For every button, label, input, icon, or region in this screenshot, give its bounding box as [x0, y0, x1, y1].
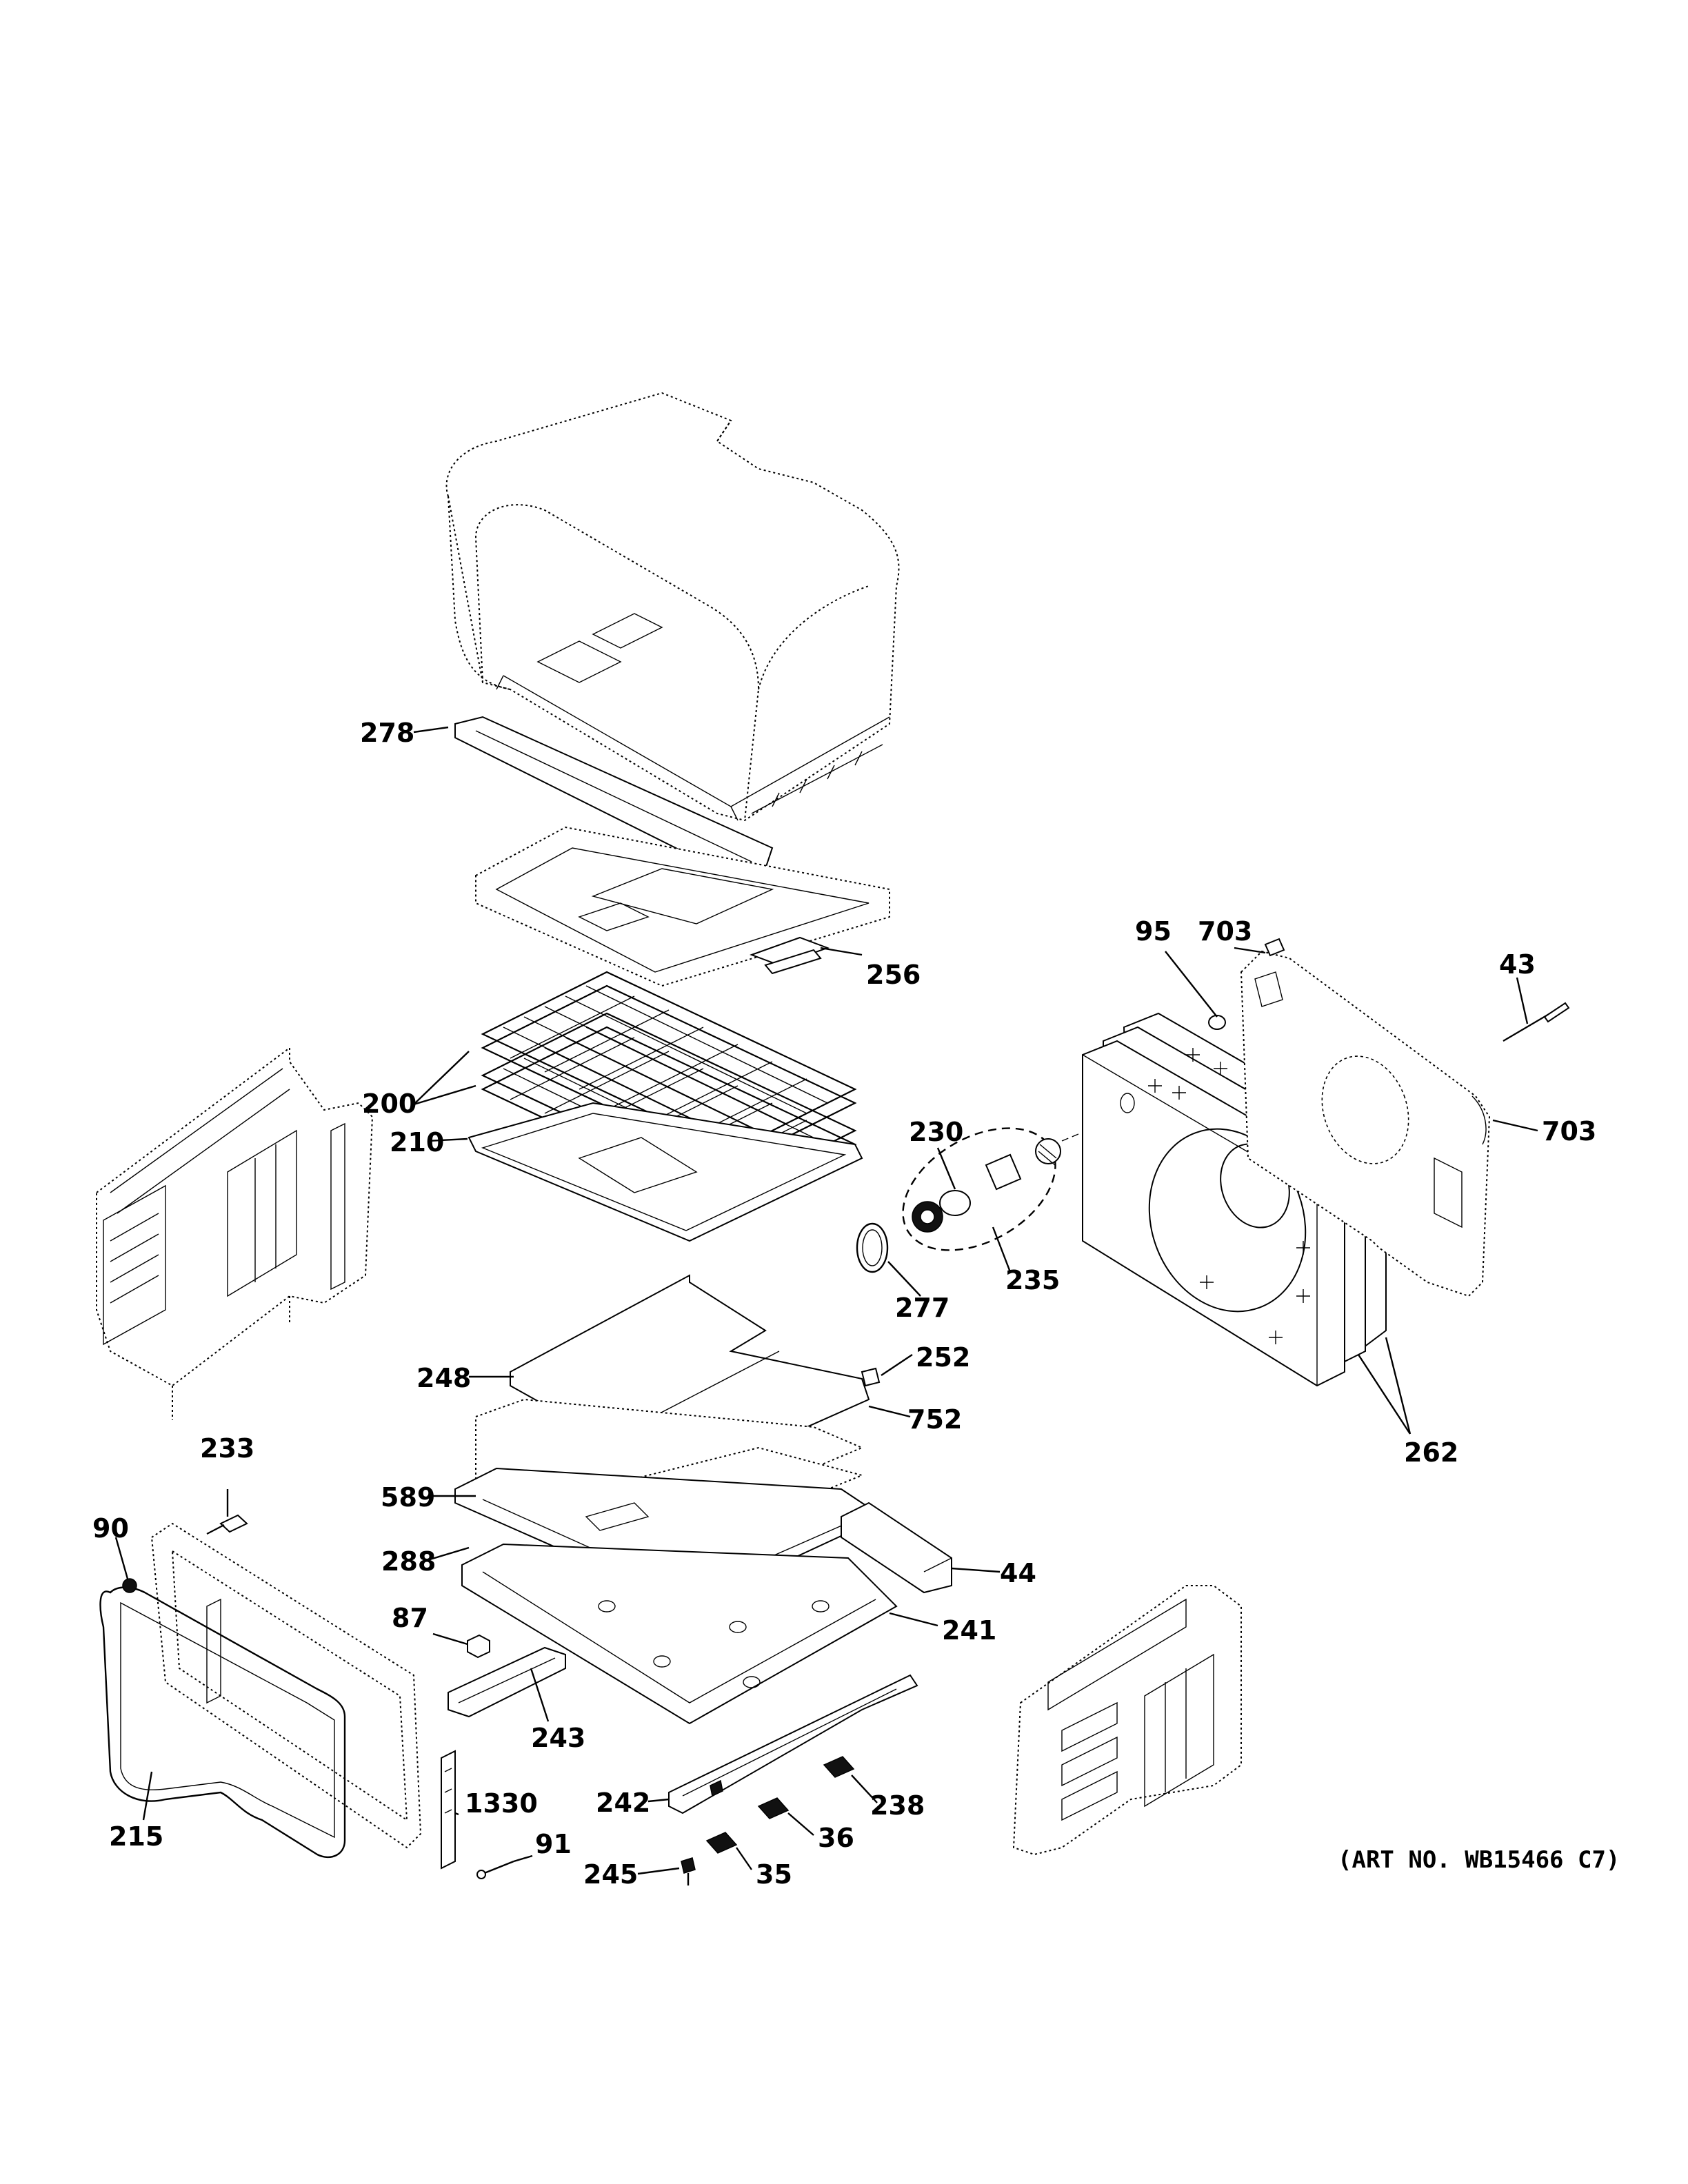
callout-241: 241 — [942, 1615, 997, 1646]
callout-243: 243 — [531, 1723, 586, 1753]
rear-panel — [1208, 938, 1491, 1297]
part-238-foot — [823, 1756, 855, 1778]
part-43-probe — [1503, 1002, 1570, 1042]
part-256-bracket — [750, 936, 830, 975]
callout-210: 210 — [390, 1127, 445, 1157]
part-91-screw — [476, 1860, 514, 1879]
part-35-foot — [705, 1832, 738, 1854]
part-241-lower-panel — [461, 1543, 898, 1725]
part-242-rail — [668, 1674, 918, 1814]
part-36-foot — [757, 1797, 790, 1819]
callout-1330: 1330 — [465, 1788, 538, 1819]
callout-44: 44 — [1000, 1558, 1036, 1588]
part-44-duct — [841, 1502, 952, 1594]
callout-248: 248 — [416, 1363, 472, 1393]
callout-90: 90 — [92, 1513, 129, 1544]
part-90-grommet — [122, 1578, 137, 1593]
callout-752: 752 — [907, 1404, 963, 1435]
outer-casing — [445, 392, 900, 822]
callout-215: 215 — [109, 1821, 164, 1852]
art-number: (ART NO. WB15466 C7) — [1338, 1846, 1620, 1874]
callout-95: 95 — [1135, 916, 1172, 947]
callout-278: 278 — [360, 718, 415, 748]
callout-87: 87 — [392, 1603, 428, 1633]
part-235-light-assembly — [902, 1123, 1104, 1251]
callout-35: 35 — [756, 1859, 792, 1890]
callout-36: 36 — [818, 1823, 854, 1853]
callout-91: 91 — [535, 1829, 572, 1859]
callout-242: 242 — [596, 1788, 651, 1818]
leader-lines — [114, 726, 1538, 1875]
right-side-panel — [1012, 1585, 1242, 1856]
callout-277: 277 — [895, 1293, 950, 1323]
callout-233: 233 — [200, 1433, 255, 1464]
callout-703-top: 703 — [1198, 916, 1253, 947]
callout-252: 252 — [916, 1342, 971, 1373]
callout-43: 43 — [1499, 949, 1536, 980]
part-1330-hinge — [441, 1750, 456, 1870]
callout-703-right: 703 — [1542, 1116, 1597, 1146]
callout-262: 262 — [1404, 1437, 1459, 1468]
callout-288: 288 — [381, 1546, 436, 1577]
callout-235: 235 — [1005, 1265, 1061, 1295]
part-233-sensor — [206, 1514, 248, 1535]
part-277-gasket — [856, 1222, 889, 1273]
part-87-block — [467, 1634, 490, 1659]
part-215-door-gasket — [99, 1586, 346, 1859]
callout-200: 200 — [362, 1089, 417, 1119]
callout-238: 238 — [870, 1790, 925, 1821]
callout-230: 230 — [909, 1117, 964, 1147]
left-side-panel — [96, 1046, 374, 1420]
callout-245: 245 — [583, 1859, 639, 1890]
part-210-broil-pan — [468, 1102, 863, 1242]
front-frame — [150, 1522, 422, 1849]
oven-top-panel — [475, 826, 890, 987]
part-245-leveler — [681, 1857, 696, 1885]
callout-589: 589 — [381, 1482, 436, 1513]
callout-256: 256 — [866, 960, 921, 990]
part-243-channel — [448, 1646, 566, 1718]
